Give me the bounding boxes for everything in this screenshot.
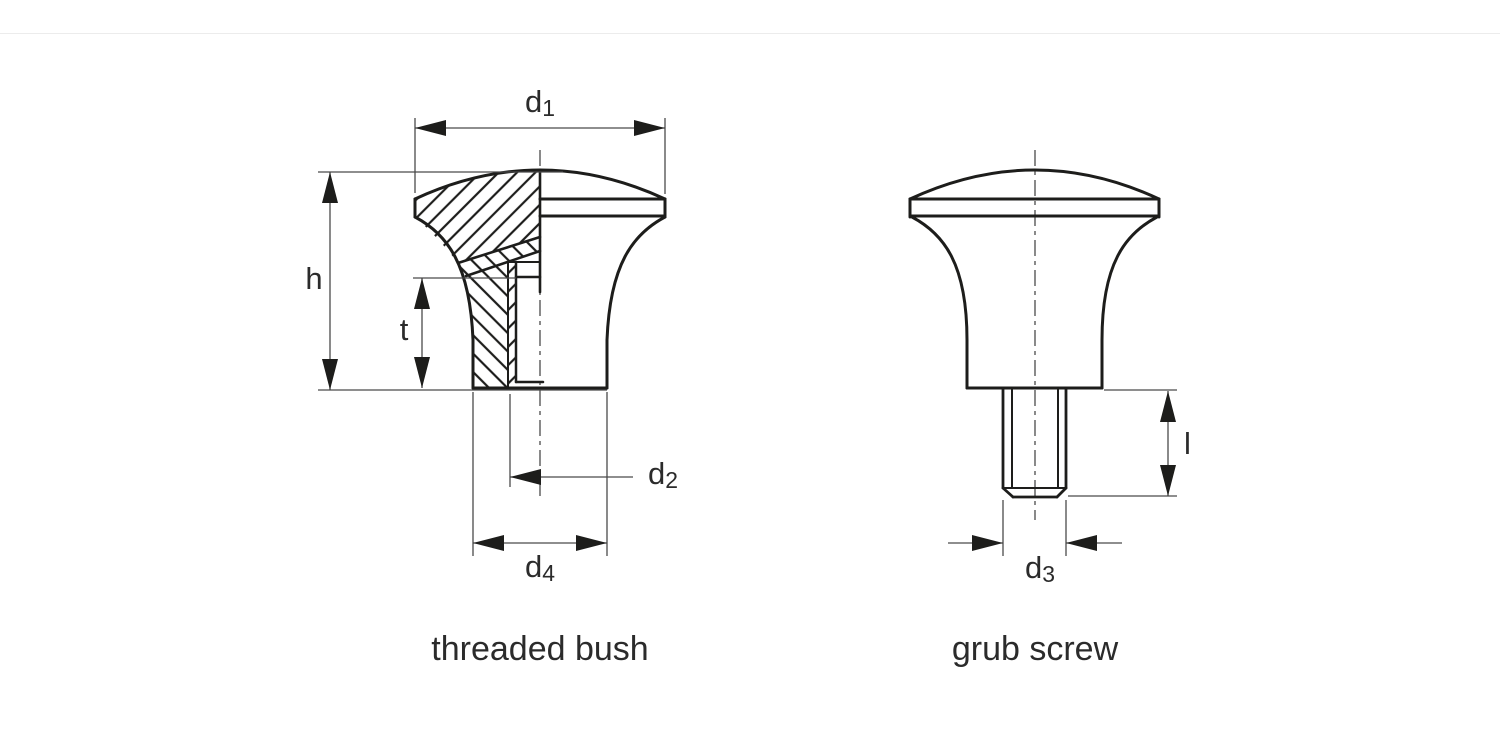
arrowhead bbox=[473, 535, 504, 551]
label-t: t bbox=[399, 312, 409, 347]
label-d2: d2 bbox=[648, 456, 679, 494]
hatch-cap-region bbox=[415, 170, 540, 263]
left-section-hatching bbox=[415, 170, 540, 388]
arrowhead bbox=[322, 359, 338, 390]
label-d4: d4 bbox=[524, 549, 556, 587]
label-l: l bbox=[1184, 426, 1191, 461]
label-d3: d3 bbox=[1024, 550, 1056, 588]
arrowhead bbox=[1066, 535, 1097, 551]
dim-d1 bbox=[414, 118, 666, 194]
dim-d2 bbox=[509, 394, 633, 487]
arrowhead bbox=[576, 535, 607, 551]
arrowhead bbox=[1160, 465, 1176, 496]
dim-l bbox=[1068, 389, 1177, 497]
label-h: h bbox=[305, 261, 323, 296]
dim-d4 bbox=[472, 392, 608, 556]
caption-threaded-bush: threaded bush bbox=[431, 630, 649, 668]
dim-d3 bbox=[948, 500, 1122, 556]
arrowhead bbox=[1160, 391, 1176, 422]
left-view bbox=[318, 118, 667, 556]
hatch-bush-region bbox=[508, 262, 516, 388]
caption-grub-screw: grub screw bbox=[951, 630, 1119, 668]
arrowhead bbox=[634, 120, 665, 136]
right-view bbox=[908, 150, 1177, 556]
arrowhead bbox=[972, 535, 1003, 551]
arrowhead bbox=[415, 120, 446, 136]
left-knob-outline bbox=[413, 168, 667, 390]
right-knob-outline bbox=[908, 168, 1161, 390]
arrowhead bbox=[322, 172, 338, 203]
arrowhead bbox=[414, 357, 430, 388]
grub-screw-stud bbox=[1001, 386, 1068, 499]
top-divider-line bbox=[0, 33, 1500, 34]
arrowhead bbox=[510, 469, 541, 485]
hatch-neck-plastic-region bbox=[458, 237, 540, 388]
left-internal-lines bbox=[456, 168, 545, 389]
label-d1: d1 bbox=[524, 84, 556, 122]
dim-h bbox=[318, 171, 607, 391]
arrowhead bbox=[414, 278, 430, 309]
dim-t bbox=[413, 277, 516, 388]
